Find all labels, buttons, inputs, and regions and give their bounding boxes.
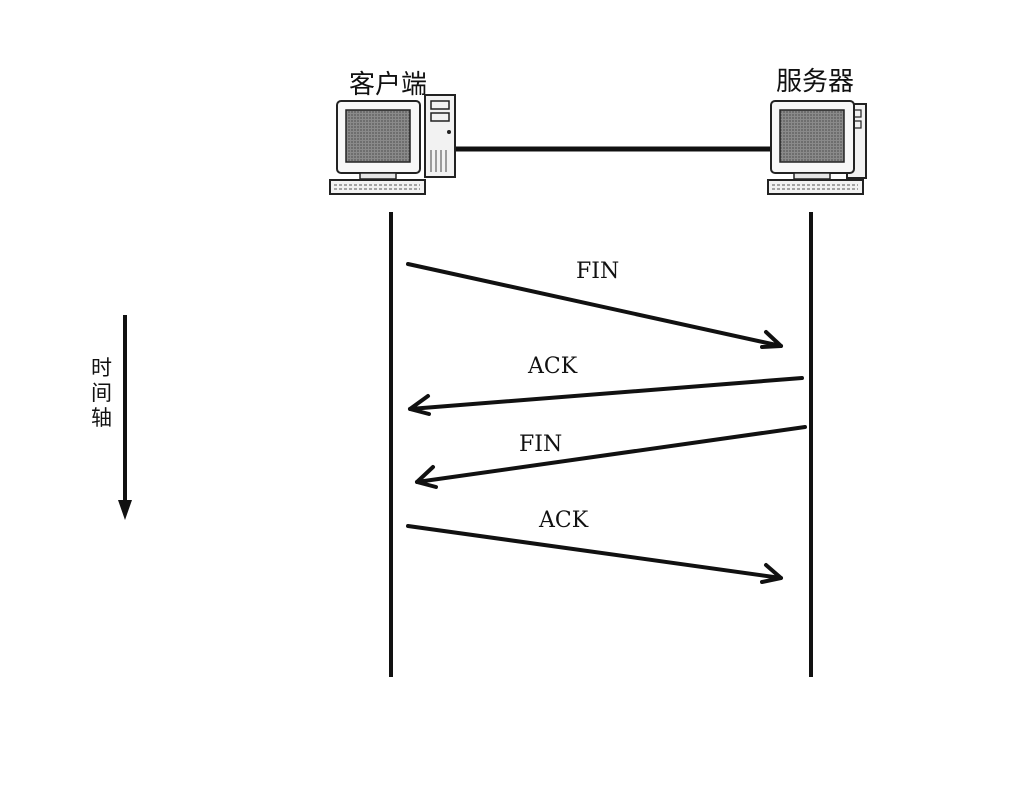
client-computer-icon xyxy=(329,94,456,195)
message-fin-2: FIN xyxy=(415,425,807,489)
message-ack-2: ACK xyxy=(406,508,783,584)
client-label: 客户端 xyxy=(349,70,427,100)
message-label: ACK xyxy=(538,508,589,533)
server-computer-icon xyxy=(767,100,867,195)
message-ack-1: ACK xyxy=(408,354,804,416)
message-label: FIN xyxy=(576,259,619,284)
server-label: 服务器 xyxy=(776,67,854,97)
message-label: ACK xyxy=(527,354,578,379)
time-axis-label: 时 间 轴 xyxy=(91,356,119,430)
message-label: FIN xyxy=(519,432,562,457)
time-axis: 时 间 轴 xyxy=(91,315,132,520)
message-fin-1: FIN xyxy=(406,259,783,349)
